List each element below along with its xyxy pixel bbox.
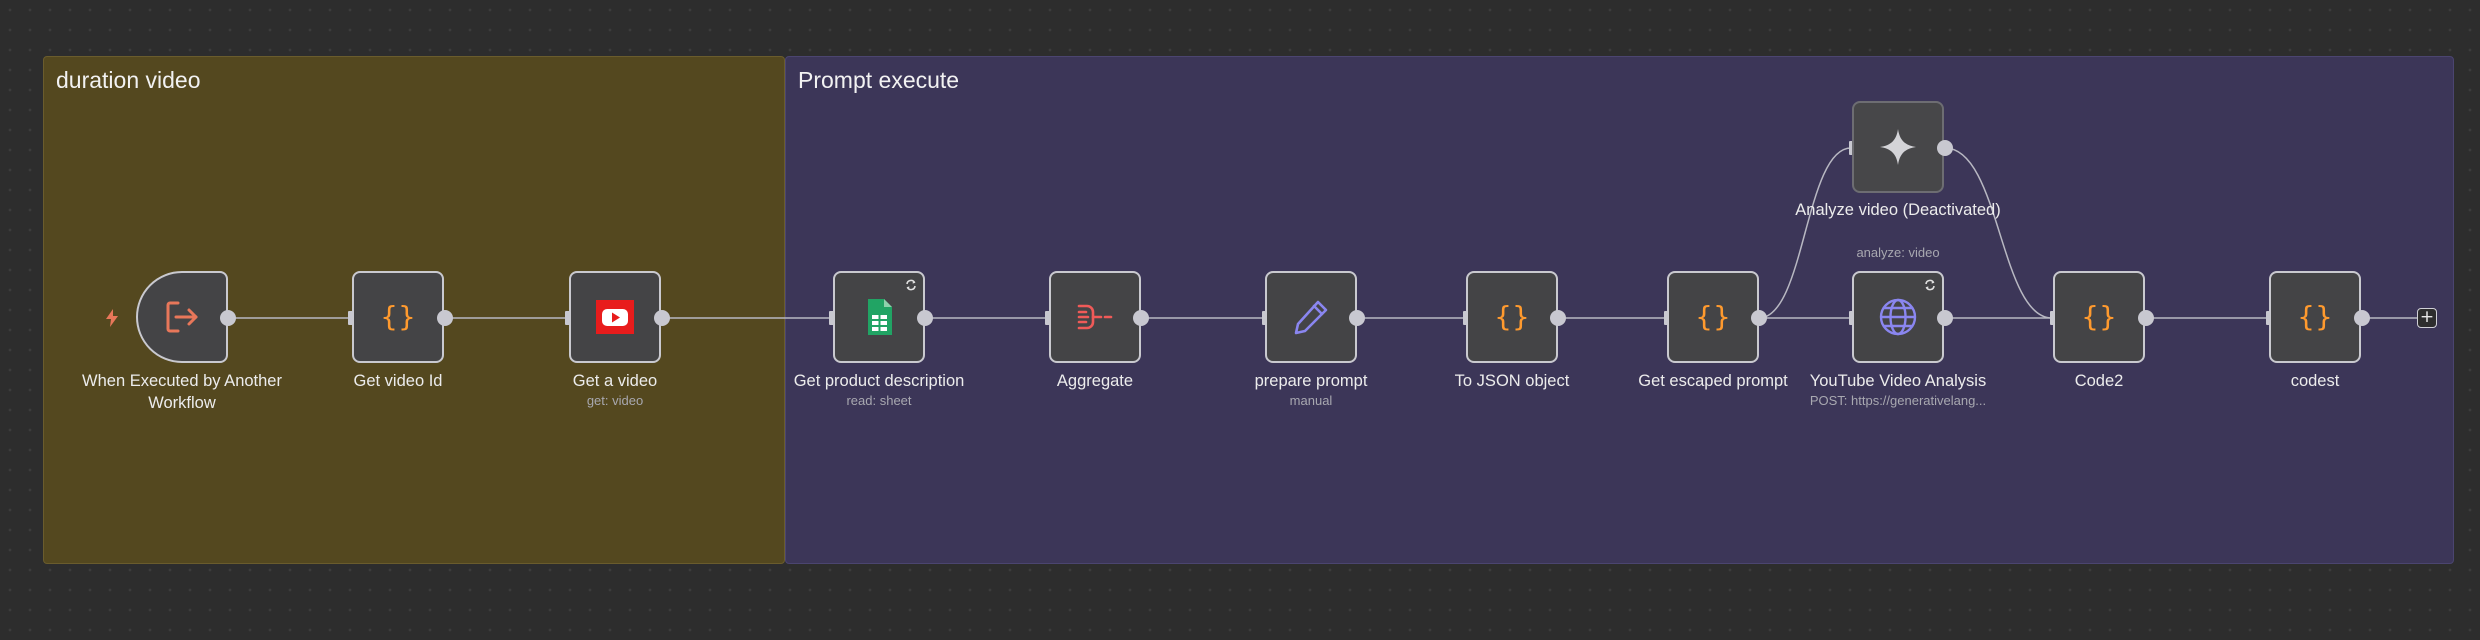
node-label: Aggregate (1056, 372, 1134, 390)
aggregate-icon (1077, 304, 1113, 330)
globe-icon (1879, 298, 1917, 336)
output-port[interactable] (1349, 310, 1365, 326)
node-get-video-id[interactable]: {} (352, 271, 444, 363)
node-label: Get product description (793, 372, 965, 390)
node-to-json-object[interactable]: {} (1466, 271, 1558, 363)
output-port[interactable] (220, 310, 236, 326)
code-braces-icon: {} (2297, 300, 2333, 333)
input-port[interactable] (565, 311, 572, 325)
node-label: Code2 (2074, 372, 2124, 390)
node-label: codest (2290, 372, 2340, 390)
output-port[interactable] (2138, 310, 2154, 326)
input-port[interactable] (1045, 311, 1052, 325)
svg-text:{}: {} (1695, 300, 1731, 333)
output-port[interactable] (1937, 310, 1953, 326)
node-label: prepare prompt (1254, 372, 1368, 390)
node-aggregate[interactable] (1049, 271, 1141, 363)
trigger-bolt-icon (106, 309, 118, 327)
code-braces-icon: {} (1494, 300, 1530, 333)
output-port[interactable] (1937, 140, 1953, 156)
node-label: Get escaped prompt (1638, 372, 1788, 390)
node-get-a-video[interactable] (569, 271, 661, 363)
output-port[interactable] (1751, 310, 1767, 326)
sync-icon (906, 279, 916, 291)
sync-icon (1925, 279, 1935, 291)
node-codest[interactable]: {} (2269, 271, 2361, 363)
output-port[interactable] (2354, 310, 2370, 326)
gemini-sparkle-icon (1880, 129, 1916, 165)
input-port[interactable] (829, 311, 836, 325)
svg-text:{}: {} (380, 300, 416, 333)
svg-text:{}: {} (2297, 300, 2333, 333)
node-subtitle: POST: https://generativelang... (1809, 393, 1987, 408)
group-title[interactable]: Prompt execute (798, 67, 960, 93)
svg-text:{}: {} (2081, 300, 2117, 333)
node-label: When Executed by Another Workflow (82, 372, 282, 412)
youtube-icon (596, 300, 634, 334)
output-port[interactable] (1133, 310, 1149, 326)
node-execute-workflow-trigger[interactable] (136, 271, 228, 363)
node-prepare-prompt[interactable] (1265, 271, 1357, 363)
pencil-icon (1294, 300, 1328, 335)
output-port[interactable] (1550, 310, 1566, 326)
code-braces-icon: {} (2081, 300, 2117, 333)
code-braces-icon: {} (1695, 300, 1731, 333)
node-label: YouTube Video Analysis (1809, 372, 1987, 390)
sign-in-arrow-icon (166, 301, 198, 333)
node-label: Get a video (572, 372, 658, 390)
group-title[interactable]: duration video (56, 67, 201, 93)
google-sheets-icon (868, 299, 892, 335)
output-port[interactable] (654, 310, 670, 326)
output-port[interactable] (917, 310, 933, 326)
svg-text:{}: {} (1494, 300, 1530, 333)
node-subtitle: get: video (586, 393, 644, 408)
node-code2[interactable]: {} (2053, 271, 2145, 363)
input-port[interactable] (348, 311, 355, 325)
node-subtitle: analyze: video (1856, 245, 1940, 260)
node-label: To JSON object (1454, 372, 1570, 390)
add-node-button[interactable]: + (2417, 308, 2437, 328)
node-get-product-description[interactable] (833, 271, 925, 363)
node-label: Analyze video (Deactivated) (1795, 201, 2001, 219)
node-analyze-video[interactable] (1852, 101, 1944, 193)
node-youtube-video-analysis[interactable] (1852, 271, 1944, 363)
code-braces-icon: {} (380, 300, 416, 333)
node-subtitle: manual (1289, 393, 1333, 408)
node-subtitle: read: sheet (846, 393, 912, 408)
group-prompt-execute[interactable]: Prompt execute (785, 56, 2454, 564)
output-port[interactable] (437, 310, 453, 326)
node-get-escaped-prompt[interactable]: {} (1667, 271, 1759, 363)
node-label: Get video Id (353, 372, 443, 390)
